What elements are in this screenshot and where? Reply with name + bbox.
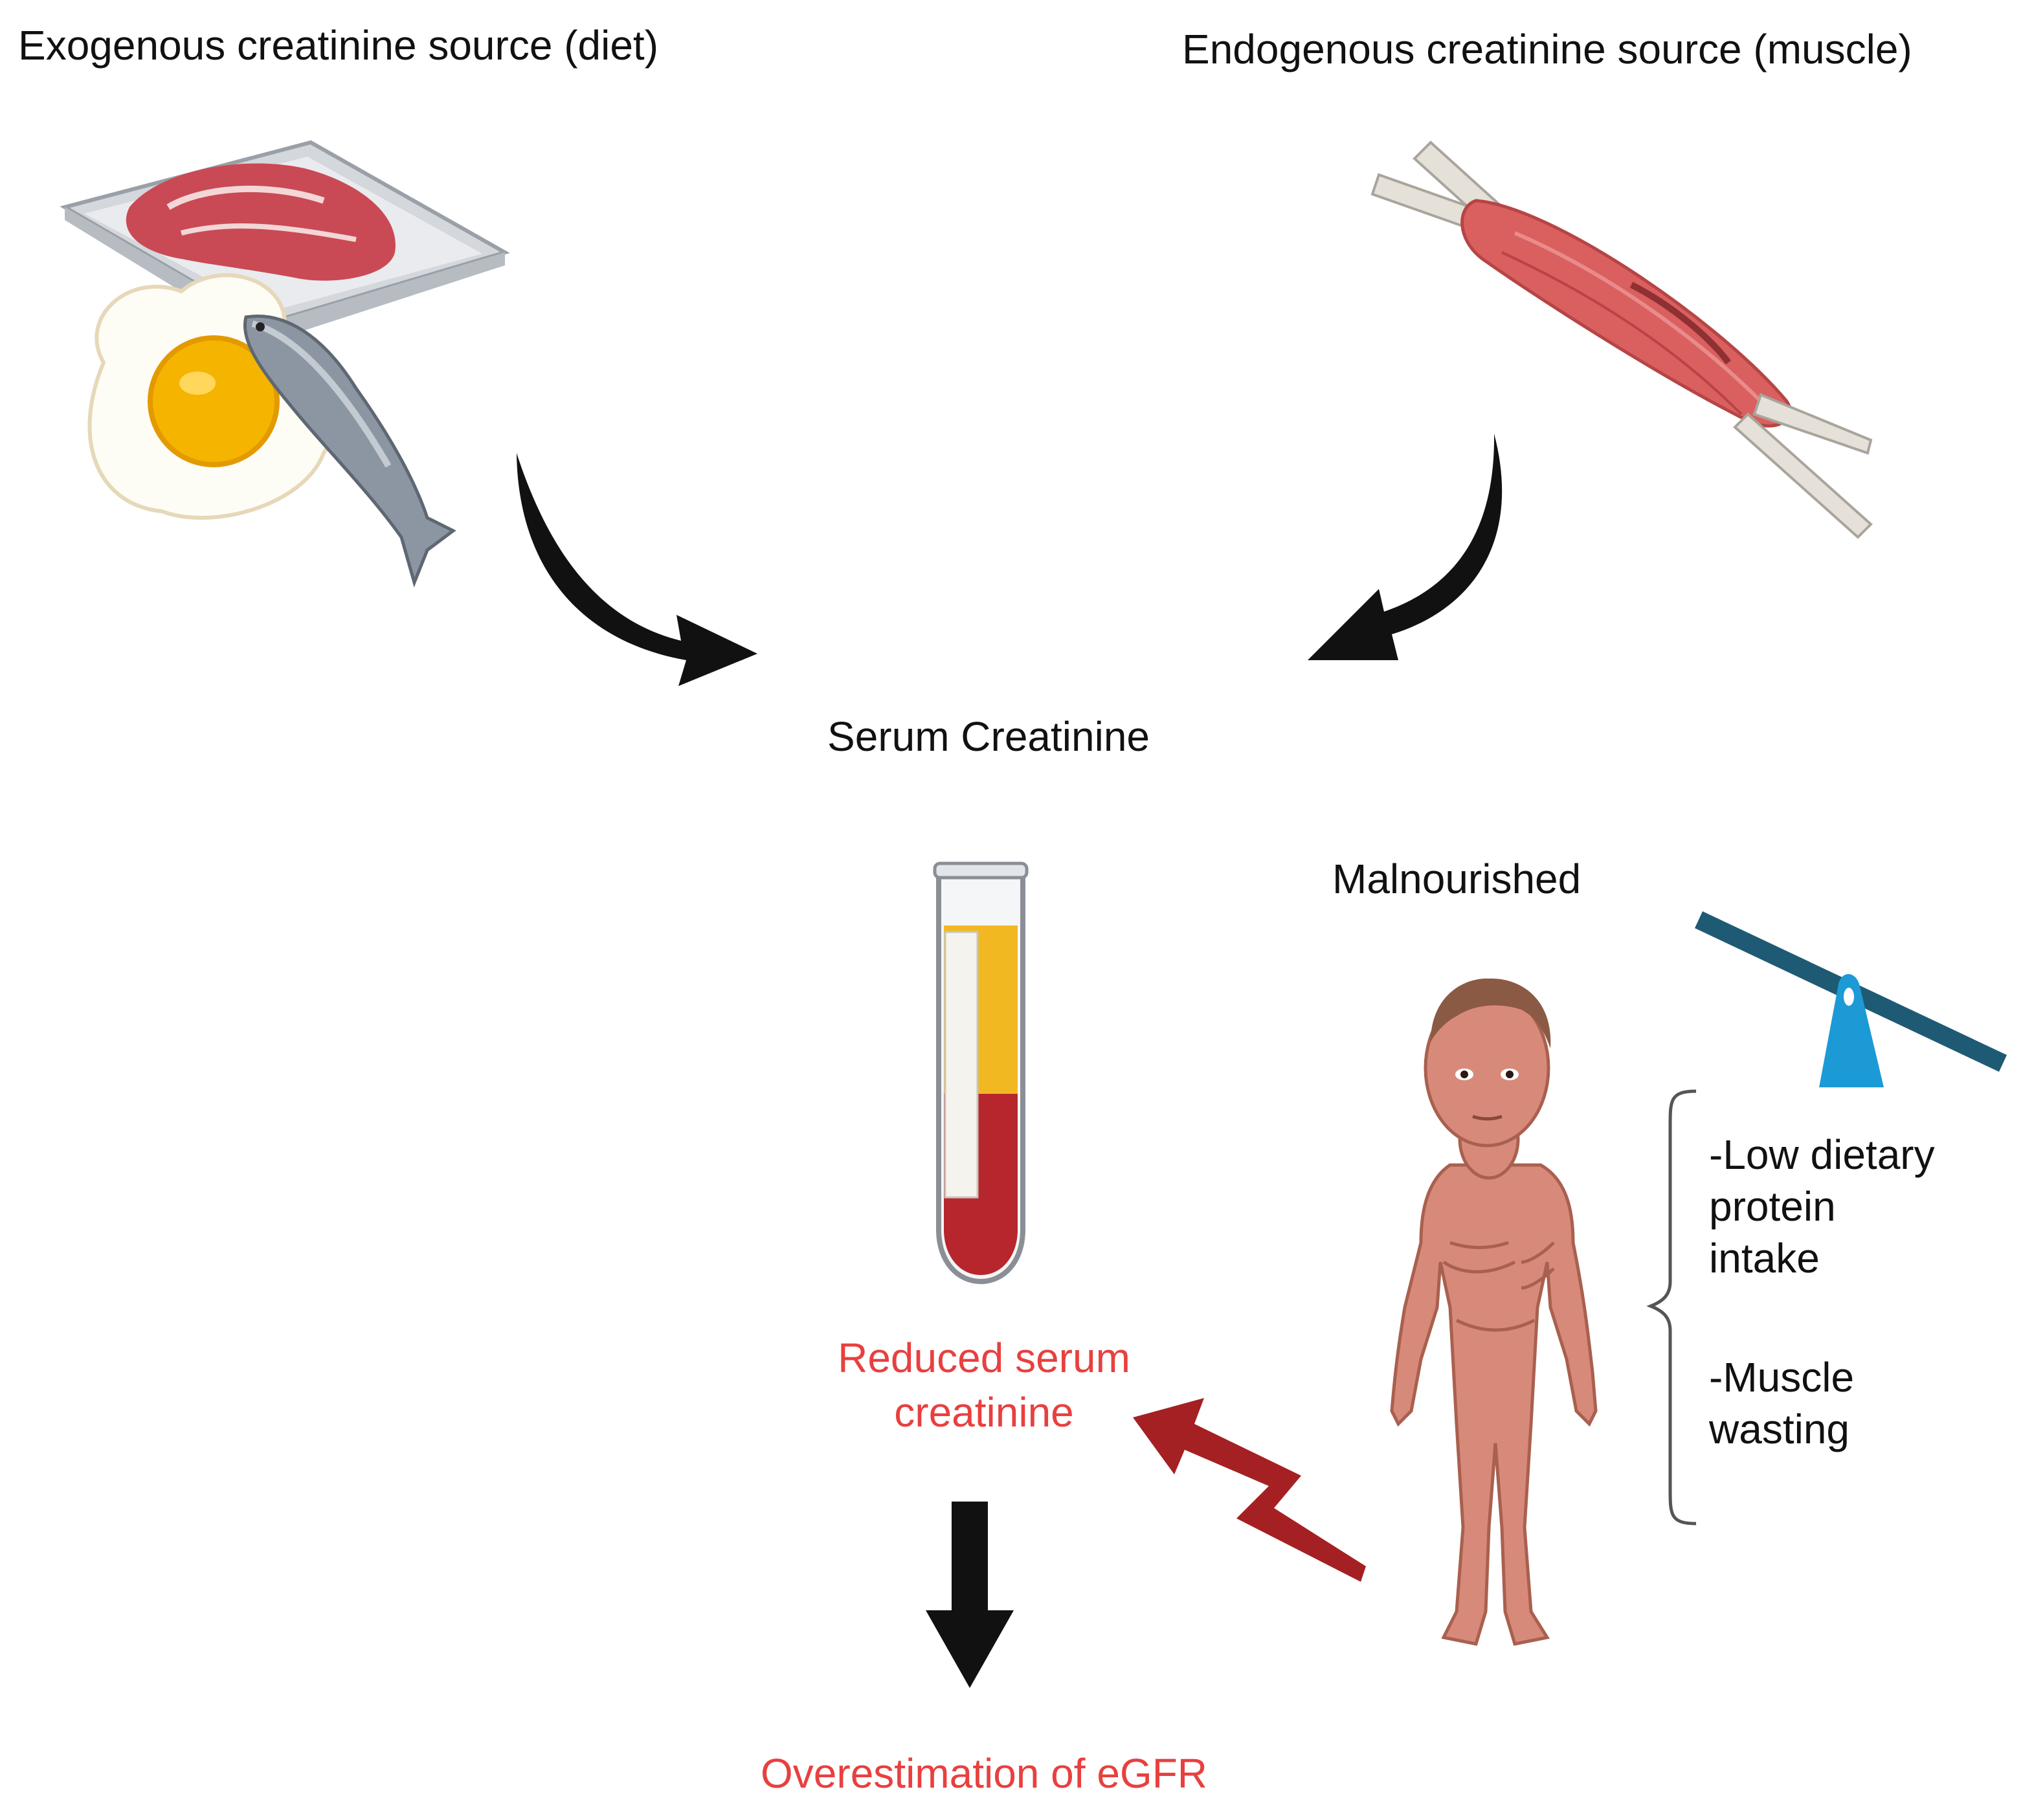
factor2-line-1: -Muscle <box>1709 1354 1855 1401</box>
diet-sources-illustration <box>60 140 510 588</box>
muscle-icon <box>1370 140 1873 539</box>
reduced-serum-creatinine-label: Reduced serum creatinine <box>796 1332 1172 1438</box>
factor2-line-2: wasting <box>1709 1406 1850 1452</box>
reduced-line-2: creatinine <box>894 1389 1074 1436</box>
arrow-malnutrition-to-reduced <box>1133 1398 1366 1582</box>
malnourished-child-icon <box>1390 978 1598 1646</box>
meat-tray-icon <box>60 140 510 343</box>
serum-creatinine-label: Serum Creatinine <box>827 713 1150 760</box>
fried-egg-icon <box>87 273 342 520</box>
seesaw-icon <box>1695 911 2007 1087</box>
arrow-down <box>926 1502 1014 1688</box>
exogenous-label: Exogenous creatinine source (diet) <box>18 22 658 69</box>
fish-icon <box>243 315 456 588</box>
factor1-line-1: -Low dietary <box>1709 1131 1935 1178</box>
factor-low-protein: -Low dietary protein intake <box>1709 1129 1935 1284</box>
factor1-line-2: protein <box>1709 1183 1836 1230</box>
endogenous-label: Endogenous creatinine source (muscle) <box>1182 26 1912 72</box>
brace-icon <box>1646 1089 1697 1526</box>
malnourished-label: Malnourished <box>1332 856 1581 902</box>
arrow-muscle-to-serum <box>1308 434 1503 660</box>
arrow-diet-to-serum <box>517 453 757 686</box>
test-tube-icon <box>933 861 1029 1285</box>
overestimation-egfr-label: Overestimation of eGFR <box>761 1750 1207 1797</box>
factor-muscle-wasting: -Muscle wasting <box>1709 1351 1854 1455</box>
factor1-line-3: intake <box>1709 1235 1820 1282</box>
reduced-line-1: Reduced serum <box>838 1335 1130 1381</box>
